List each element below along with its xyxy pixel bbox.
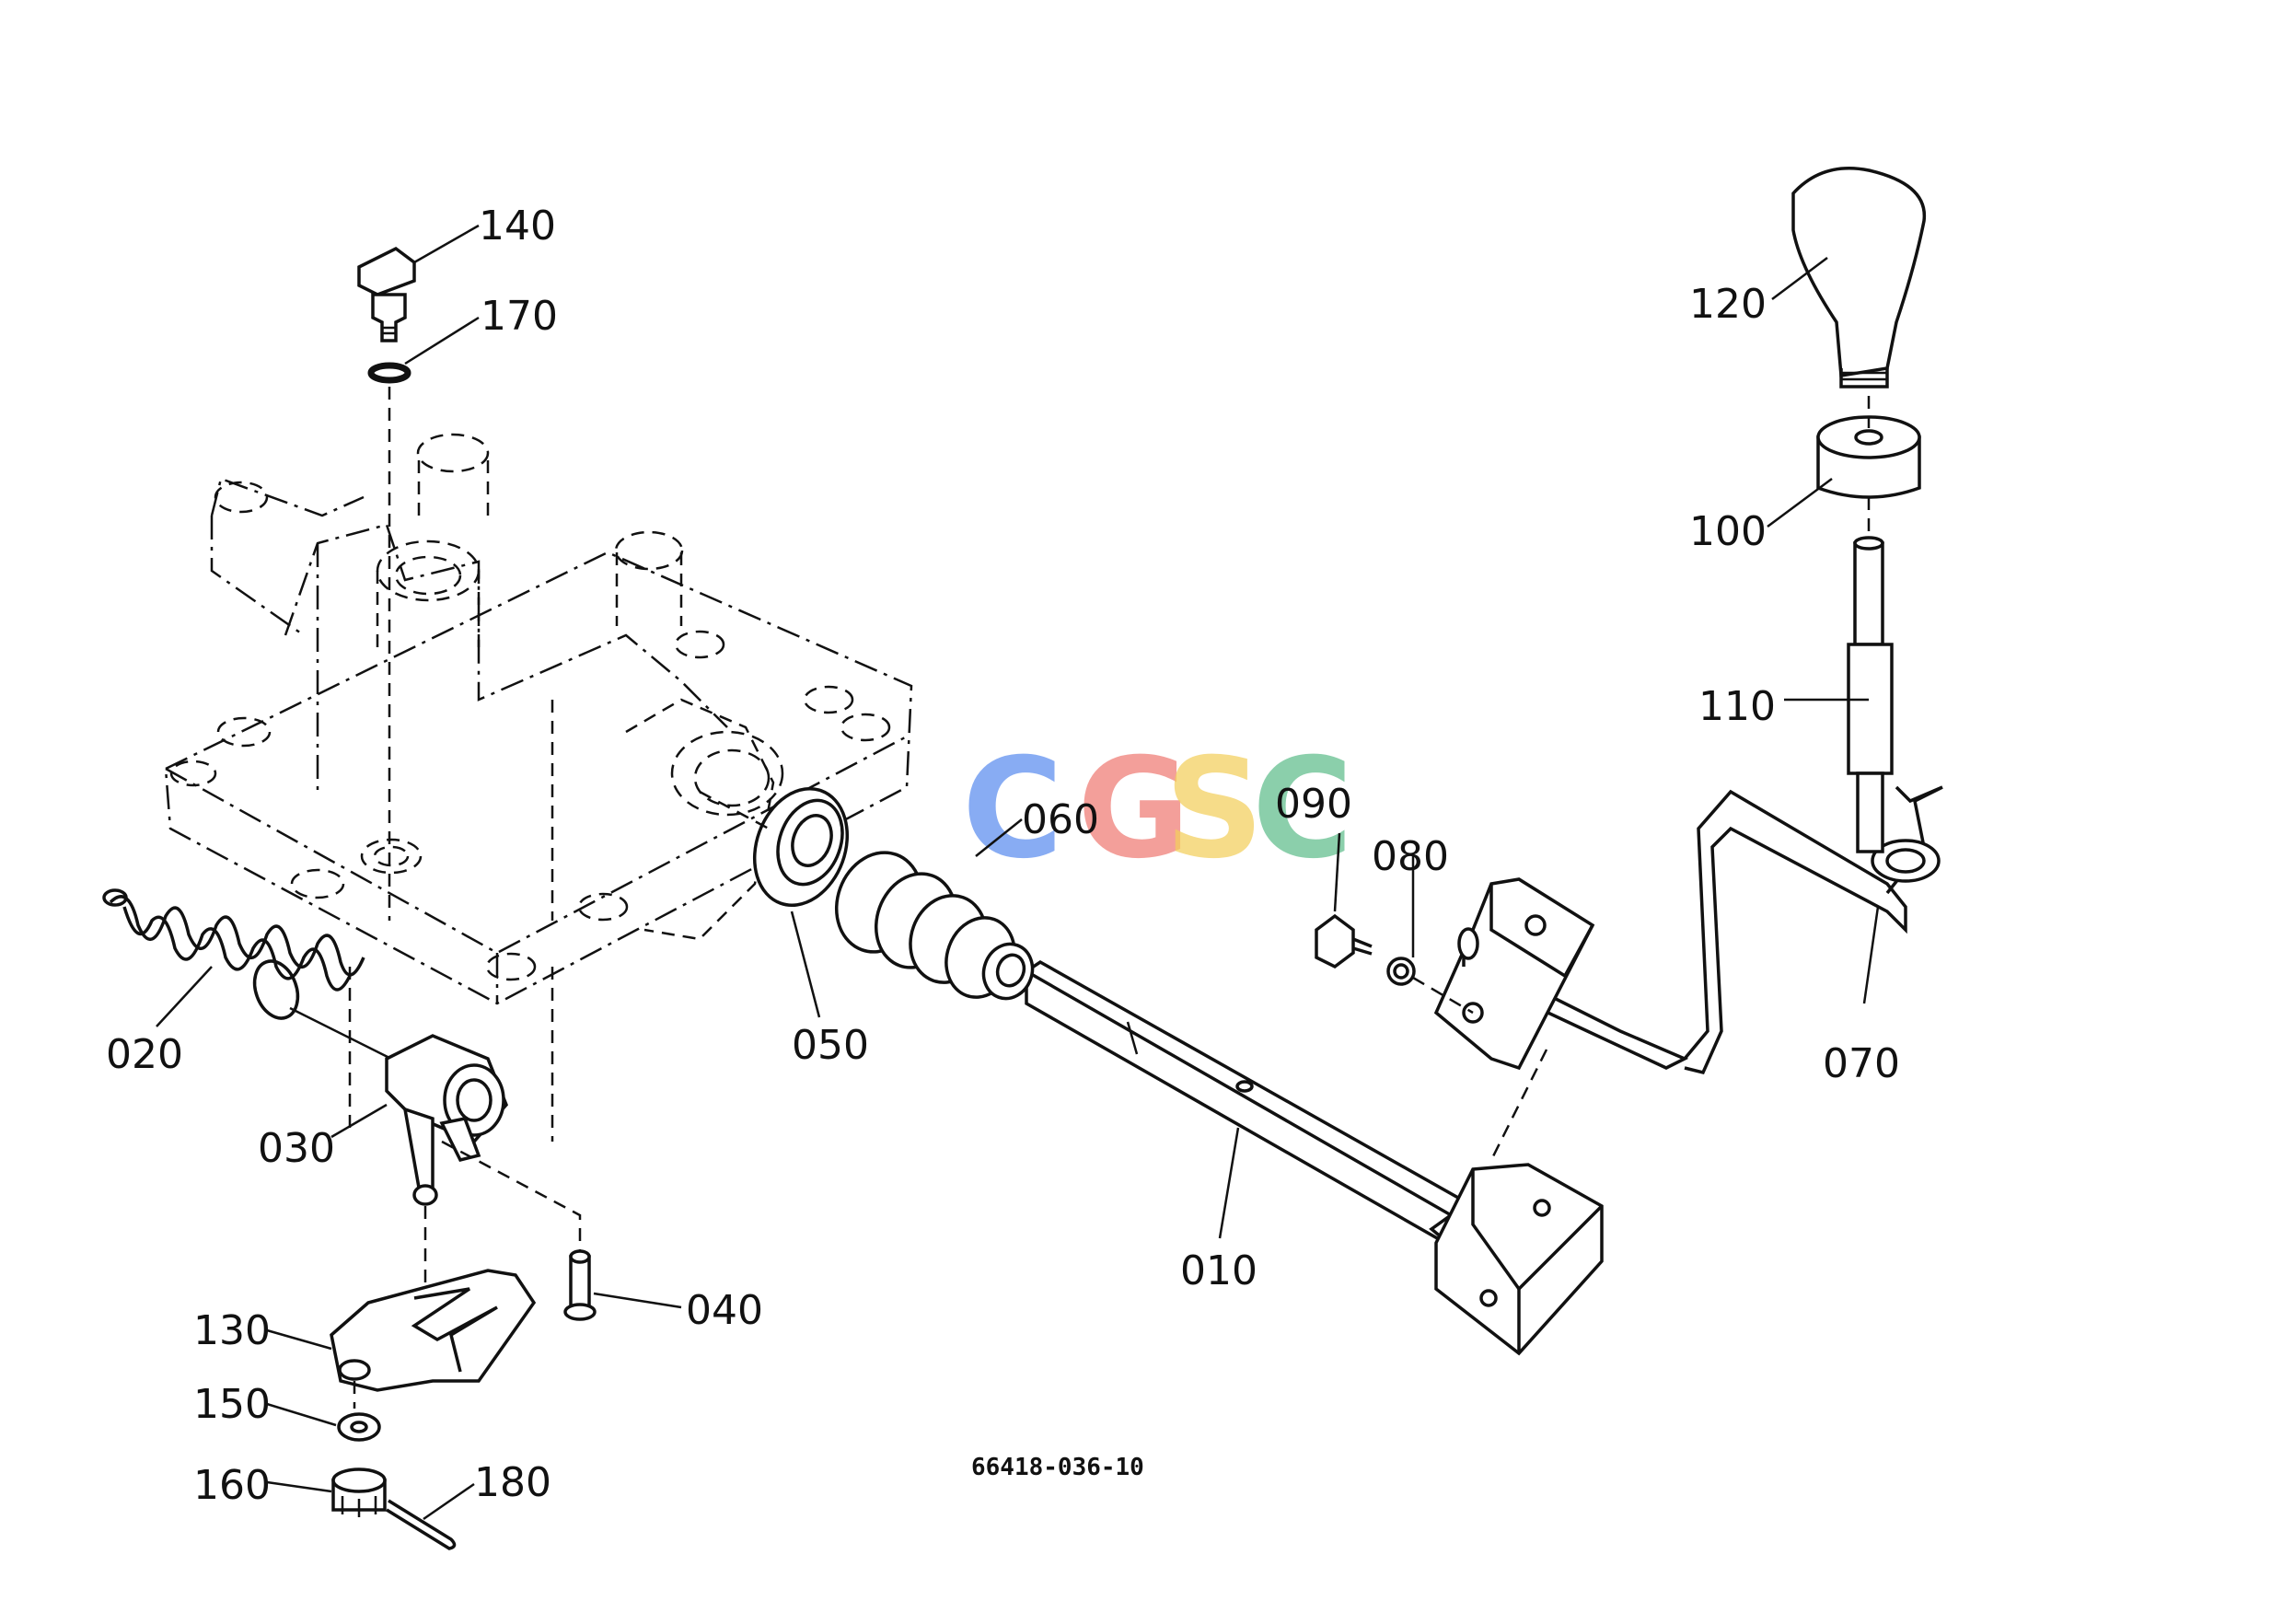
watermark-letter-c1: C (962, 729, 1063, 889)
drawing-code: 66418-036-10 (971, 1454, 1144, 1481)
label-150: 150 (193, 1381, 271, 1428)
part-160-castle-nut (331, 1467, 387, 1517)
part-020-spring (102, 888, 392, 1061)
label-080: 080 (1372, 833, 1449, 880)
label-050: 050 (792, 1022, 869, 1069)
part-180-cotter-pin (386, 1499, 457, 1550)
part-120-knob (1791, 167, 1927, 389)
part-070-shift-lever (1433, 785, 1943, 1161)
part-170-o-ring (367, 362, 411, 921)
label-120: 120 (1689, 281, 1767, 328)
part-060-rubber-boot (834, 851, 1035, 1001)
part-030-shift-arm (385, 1034, 582, 1289)
part-110-pipe (1847, 536, 1894, 853)
part-090-bolt (1315, 913, 1373, 969)
label-170: 170 (481, 293, 558, 340)
label-160: 160 (193, 1462, 271, 1509)
label-020: 020 (106, 1031, 183, 1078)
label-040: 040 (686, 1287, 763, 1334)
cgsc-watermark: C G S C (962, 729, 1353, 889)
watermark-letter-c2: C (1252, 729, 1353, 889)
label-070: 070 (1823, 1040, 1900, 1087)
label-060: 060 (1022, 796, 1099, 843)
part-140-plug (357, 246, 416, 342)
label-100: 100 (1689, 508, 1767, 555)
part-010-shift-rod (1023, 959, 1604, 1356)
label-130: 130 (193, 1307, 271, 1354)
part-labels: 140 170 120 100 110 070 080 090 060 050 … (106, 203, 1900, 1509)
transmission-housing (164, 433, 913, 1142)
part-080-washer (1386, 957, 1474, 1015)
part-150-washer (337, 1412, 381, 1442)
label-140: 140 (479, 203, 556, 249)
label-030: 030 (258, 1125, 335, 1172)
watermark-letter-g: G (1077, 729, 1190, 889)
label-010: 010 (1180, 1247, 1257, 1294)
label-180: 180 (474, 1459, 551, 1506)
part-130-guide-plate (330, 1269, 537, 1409)
part-100-bush (1816, 396, 1921, 534)
label-110: 110 (1698, 683, 1776, 730)
watermark-letter-s: S (1165, 729, 1264, 889)
leader-lines (156, 224, 1880, 1521)
part-050-oil-seal (699, 787, 850, 907)
label-090: 090 (1275, 781, 1352, 828)
part-040-pin (563, 1249, 597, 1321)
